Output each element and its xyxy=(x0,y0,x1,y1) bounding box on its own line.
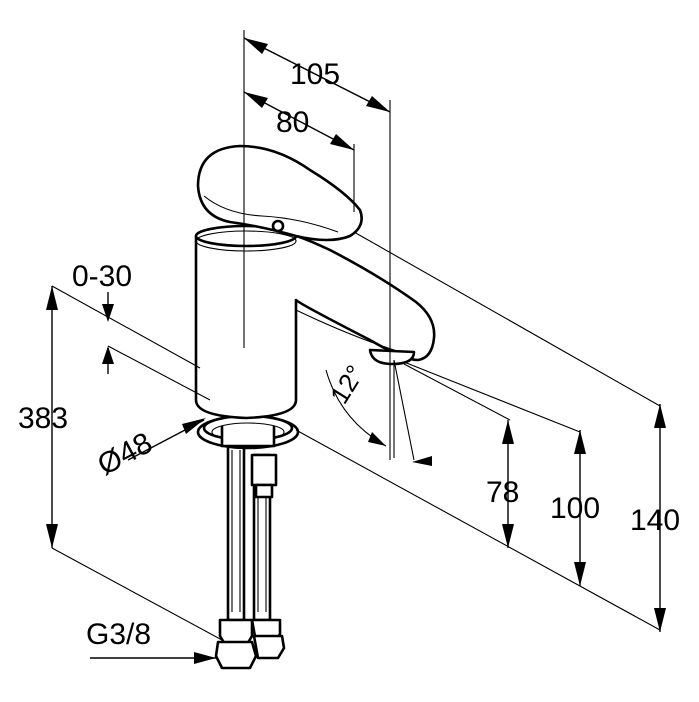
label-383: 383 xyxy=(18,402,68,435)
connection-nuts xyxy=(214,618,286,670)
label-78: 78 xyxy=(486,476,519,509)
faucet-column xyxy=(194,224,436,420)
dimension-78 xyxy=(502,420,514,548)
dimension-diameter xyxy=(127,418,206,461)
extension-lines xyxy=(51,231,661,641)
dimension-383 xyxy=(46,286,58,548)
lever-handle xyxy=(196,144,363,242)
faucet-body xyxy=(194,144,436,670)
label-100: 100 xyxy=(550,492,600,525)
dimension-80 xyxy=(243,91,355,212)
dimension-angle xyxy=(325,359,432,466)
label-80: 80 xyxy=(276,106,309,139)
label-0-30: 0-30 xyxy=(72,260,132,293)
dimension-thread xyxy=(90,652,216,664)
dimension-100 xyxy=(574,430,586,586)
label-g38: G3/8 xyxy=(86,618,151,651)
supply-hoses xyxy=(226,438,278,622)
label-105: 105 xyxy=(290,58,340,91)
label-diameter: Ø48 xyxy=(92,426,158,482)
dimension-140 xyxy=(654,404,666,632)
label-angle: 12° xyxy=(324,360,370,409)
dimension-0-30 xyxy=(102,292,114,374)
label-140: 140 xyxy=(630,504,680,537)
dimension-105 xyxy=(243,37,391,460)
mounting-base xyxy=(196,414,300,450)
